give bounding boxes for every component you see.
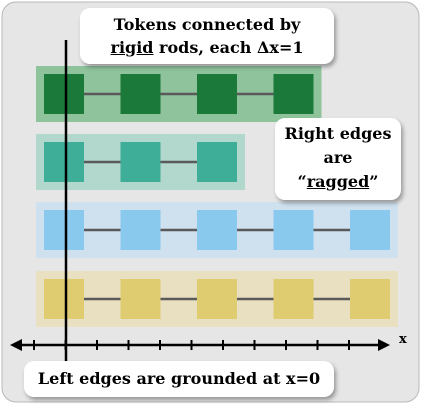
- axis-arrow-right: [378, 339, 390, 351]
- callout-line: “ragged”: [275, 170, 401, 194]
- ragged-edges-callout: Right edges are “ragged”: [275, 118, 401, 200]
- token: [120, 74, 161, 114]
- token: [197, 210, 237, 250]
- callout-line: Tokens connected by: [113, 15, 301, 34]
- token: [273, 74, 314, 114]
- callout-text: rods, each Δx=1: [153, 38, 304, 57]
- token: [350, 210, 390, 250]
- x-axis: [10, 339, 390, 351]
- callout-emphasis: rigid: [110, 38, 154, 57]
- callout-emphasis: ragged: [306, 172, 370, 191]
- x-axis-label: x: [399, 332, 407, 347]
- token: [44, 74, 84, 114]
- token-rows: [36, 66, 398, 327]
- callout-line: are: [323, 148, 353, 167]
- row-4: [36, 271, 398, 327]
- open-quote: “: [297, 172, 307, 191]
- token: [120, 210, 161, 250]
- row-2: [36, 134, 245, 190]
- token: [273, 279, 314, 319]
- token: [350, 279, 390, 319]
- row-1: [36, 66, 322, 122]
- axis-arrow-left: [10, 339, 22, 351]
- callout-line: Right edges: [284, 124, 392, 143]
- token: [44, 142, 84, 182]
- grounded-edges-callout: Left edges are grounded at x=0: [24, 361, 334, 397]
- token: [44, 279, 84, 319]
- callout-line: rigid rods, each Δx=1: [80, 36, 334, 59]
- row-3: [36, 202, 398, 258]
- token: [44, 210, 84, 250]
- token: [120, 279, 161, 319]
- token: [120, 142, 161, 182]
- rigid-rods-callout: Tokens connected by rigid rods, each Δx=…: [80, 8, 334, 64]
- token: [273, 210, 314, 250]
- token: [197, 142, 237, 182]
- close-quote: ”: [369, 172, 379, 191]
- token: [197, 74, 237, 114]
- token: [197, 279, 237, 319]
